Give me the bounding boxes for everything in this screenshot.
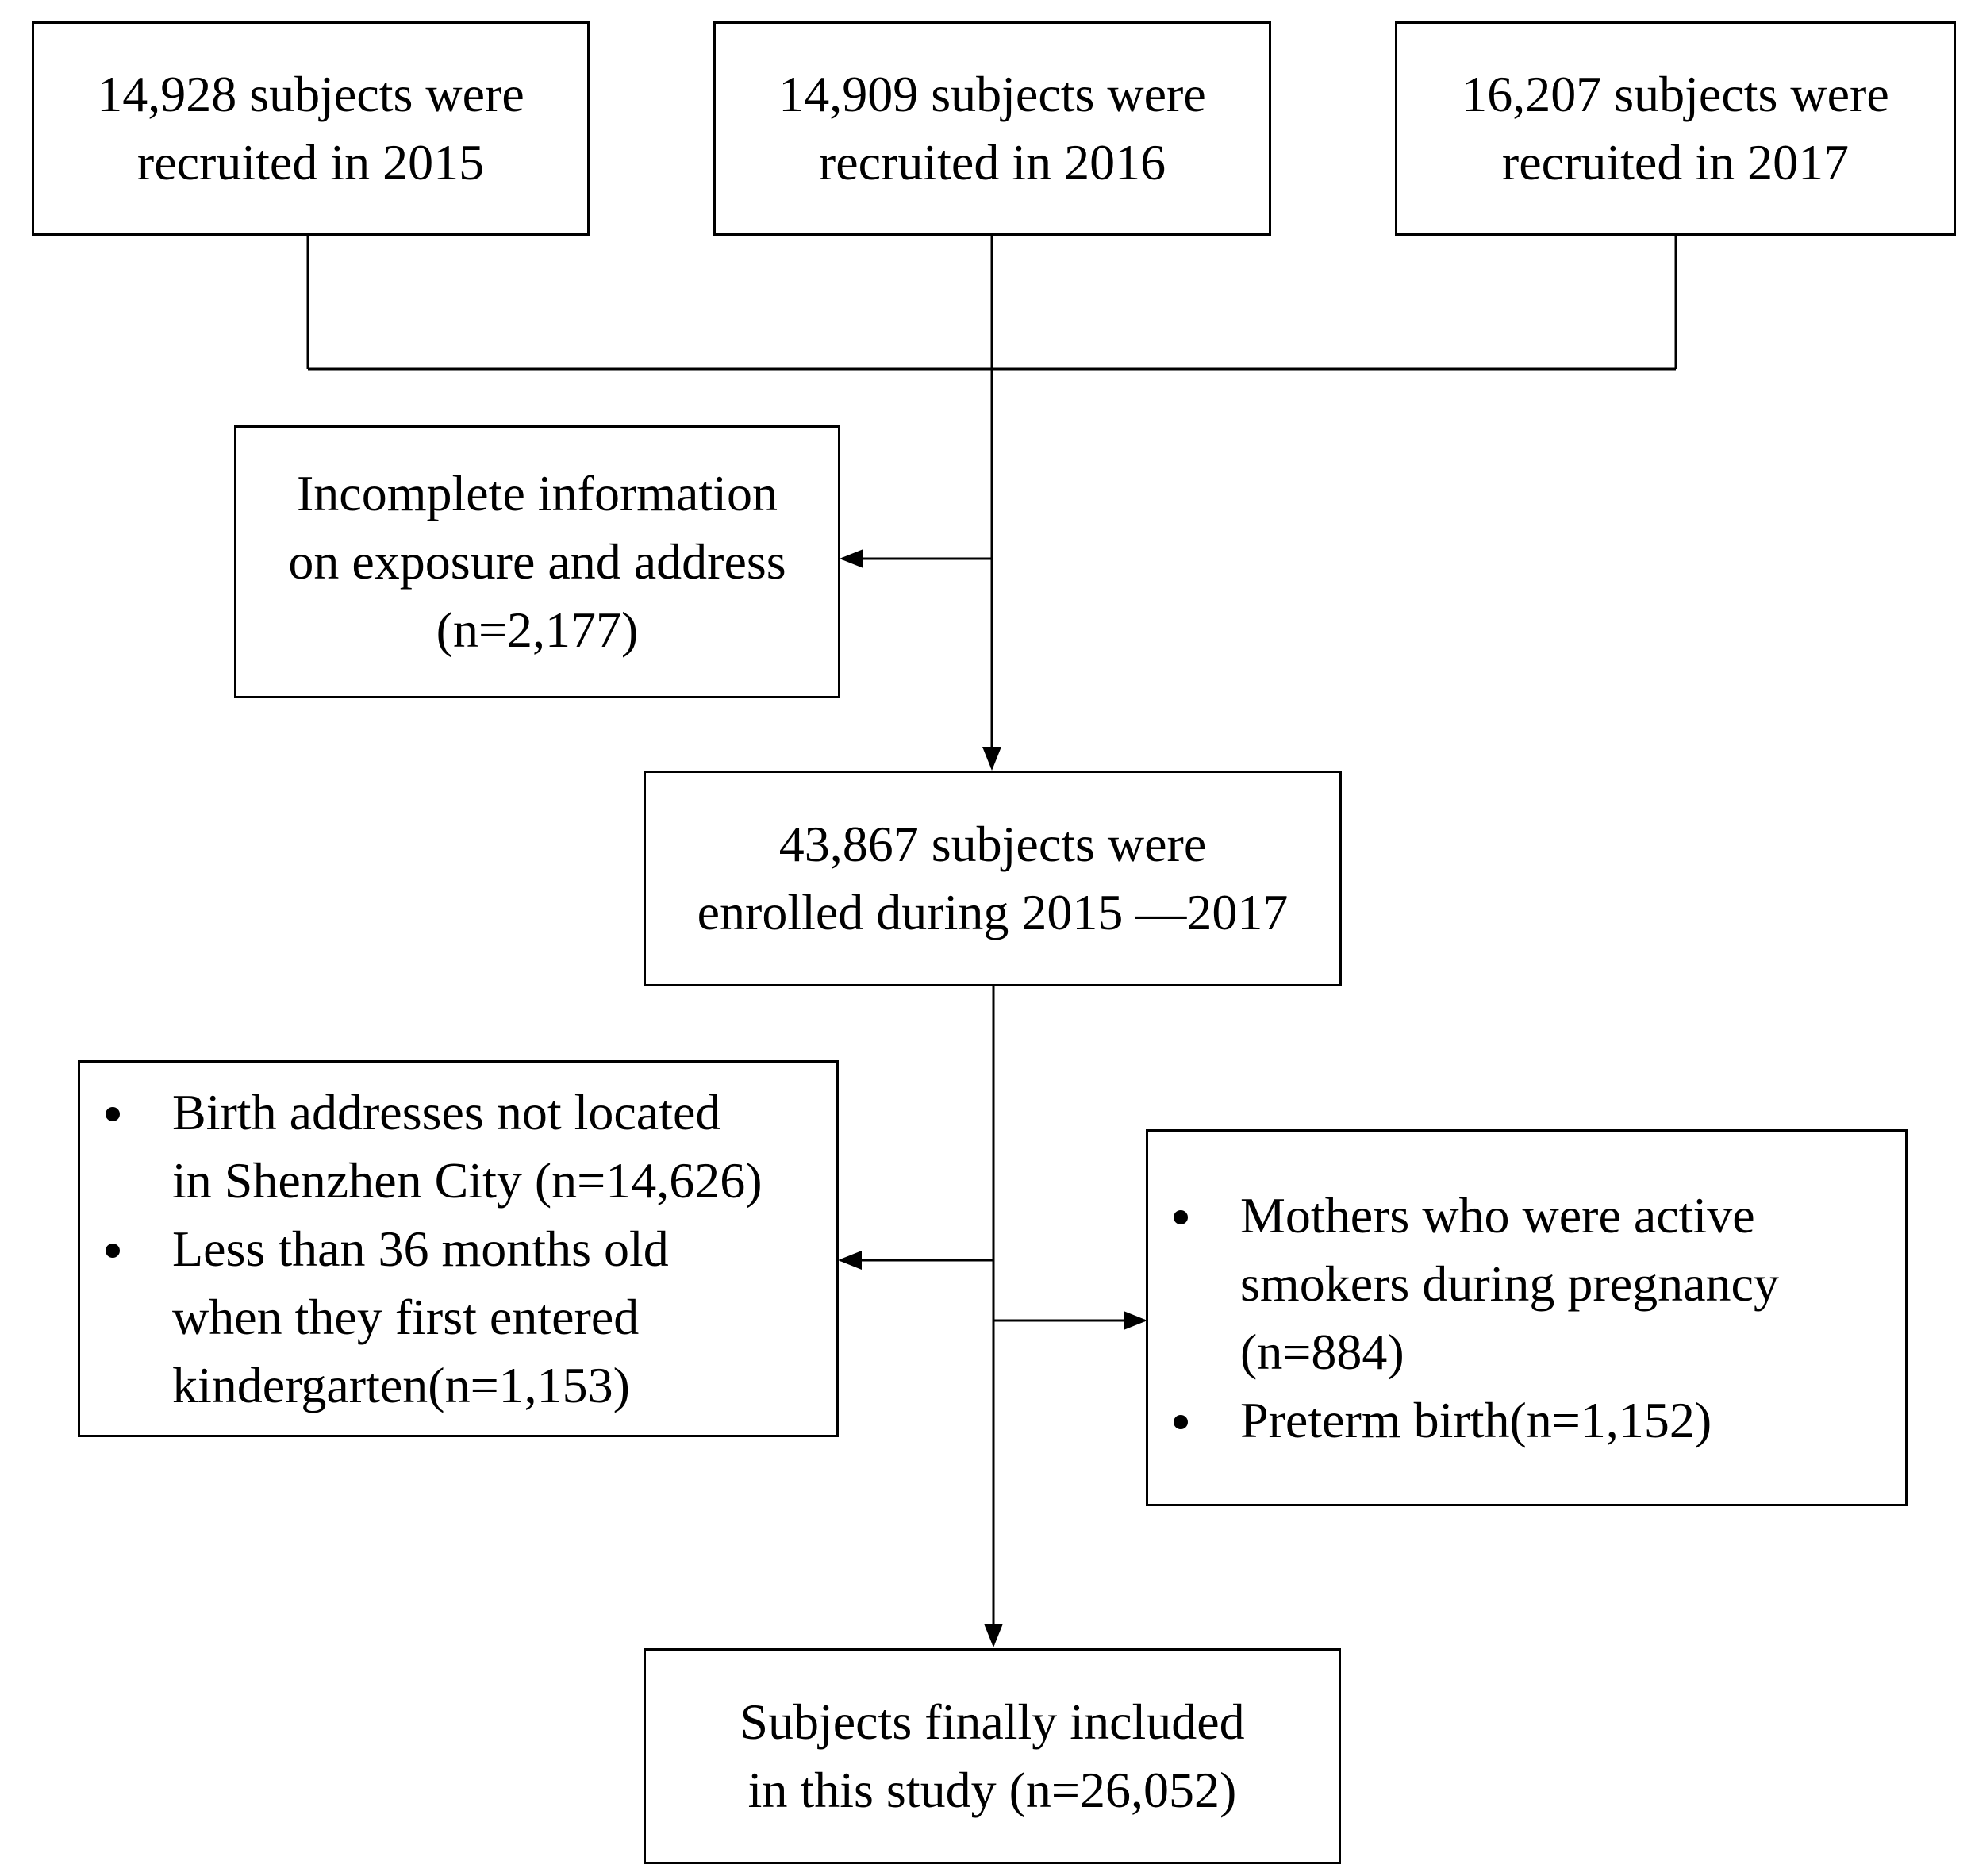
bullet-icon xyxy=(1174,1209,1188,1224)
box-text-line: smokers during pregnancy xyxy=(1240,1255,1779,1312)
box-enrolled: 43,867 subjects were enrolled during 201… xyxy=(644,771,1342,986)
box-text-line: Less than 36 months old xyxy=(172,1220,669,1277)
list-item: Preterm birth(n=1,152) xyxy=(1148,1386,1779,1455)
box-text-line: on exposure and address xyxy=(288,533,786,590)
box-text-line: in Shenzhen City (n=14,626) xyxy=(172,1151,763,1209)
box-exclusion-address-age: Birth addresses not located in Shenzhen … xyxy=(78,1060,839,1437)
box-text-line: 14,928 subjects were xyxy=(97,66,524,122)
box-text-line: Incomplete information xyxy=(296,465,778,521)
bullet-icon xyxy=(1174,1414,1188,1429)
box-recruited-2015: 14,928 subjects were recruited in 2015 xyxy=(32,21,590,236)
box-text-line: recruited in 2016 xyxy=(818,134,1166,190)
box-text-line: 43,867 subjects were xyxy=(778,816,1207,872)
box-text-line: Mothers who were active xyxy=(1240,1186,1755,1244)
box-text-line: Preterm birth(n=1,152) xyxy=(1240,1391,1712,1448)
box-text-line: 14,909 subjects were xyxy=(778,66,1206,122)
box-text-line: when they first entered xyxy=(172,1288,640,1345)
box-final-included: Subjects finally included in this study … xyxy=(644,1648,1341,1864)
box-exclusion-incomplete-info: Incomplete information on exposure and a… xyxy=(234,425,840,698)
box-text-line: (n=2,177) xyxy=(436,602,639,658)
box-recruited-2016: 14,909 subjects were recruited in 2016 xyxy=(713,21,1271,236)
list-item: Less than 36 months old when they first … xyxy=(80,1215,763,1420)
bullet-icon xyxy=(106,1243,120,1258)
box-exclusion-smoking-preterm: Mothers who were active smokers during p… xyxy=(1146,1129,1908,1506)
box-text-line: enrolled during 2015 —2017 xyxy=(697,884,1289,940)
box-text-line: recruited in 2015 xyxy=(136,134,485,190)
box-text-line: (n=884) xyxy=(1240,1323,1404,1380)
list-item: Mothers who were active smokers during p… xyxy=(1148,1182,1779,1386)
bullet-icon xyxy=(106,1106,120,1121)
box-text-line: Subjects finally included xyxy=(740,1693,1245,1750)
box-text-line: kindergarten(n=1,153) xyxy=(172,1356,630,1413)
box-text-line: in this study (n=26,052) xyxy=(747,1762,1237,1818)
list-item: Birth addresses not located in Shenzhen … xyxy=(80,1078,763,1215)
box-text-line: 16,207 subjects were xyxy=(1462,66,1889,122)
box-text-line: recruited in 2017 xyxy=(1501,134,1850,190)
box-recruited-2017: 16,207 subjects were recruited in 2017 xyxy=(1395,21,1956,236)
box-text-line: Birth addresses not located xyxy=(172,1083,721,1140)
